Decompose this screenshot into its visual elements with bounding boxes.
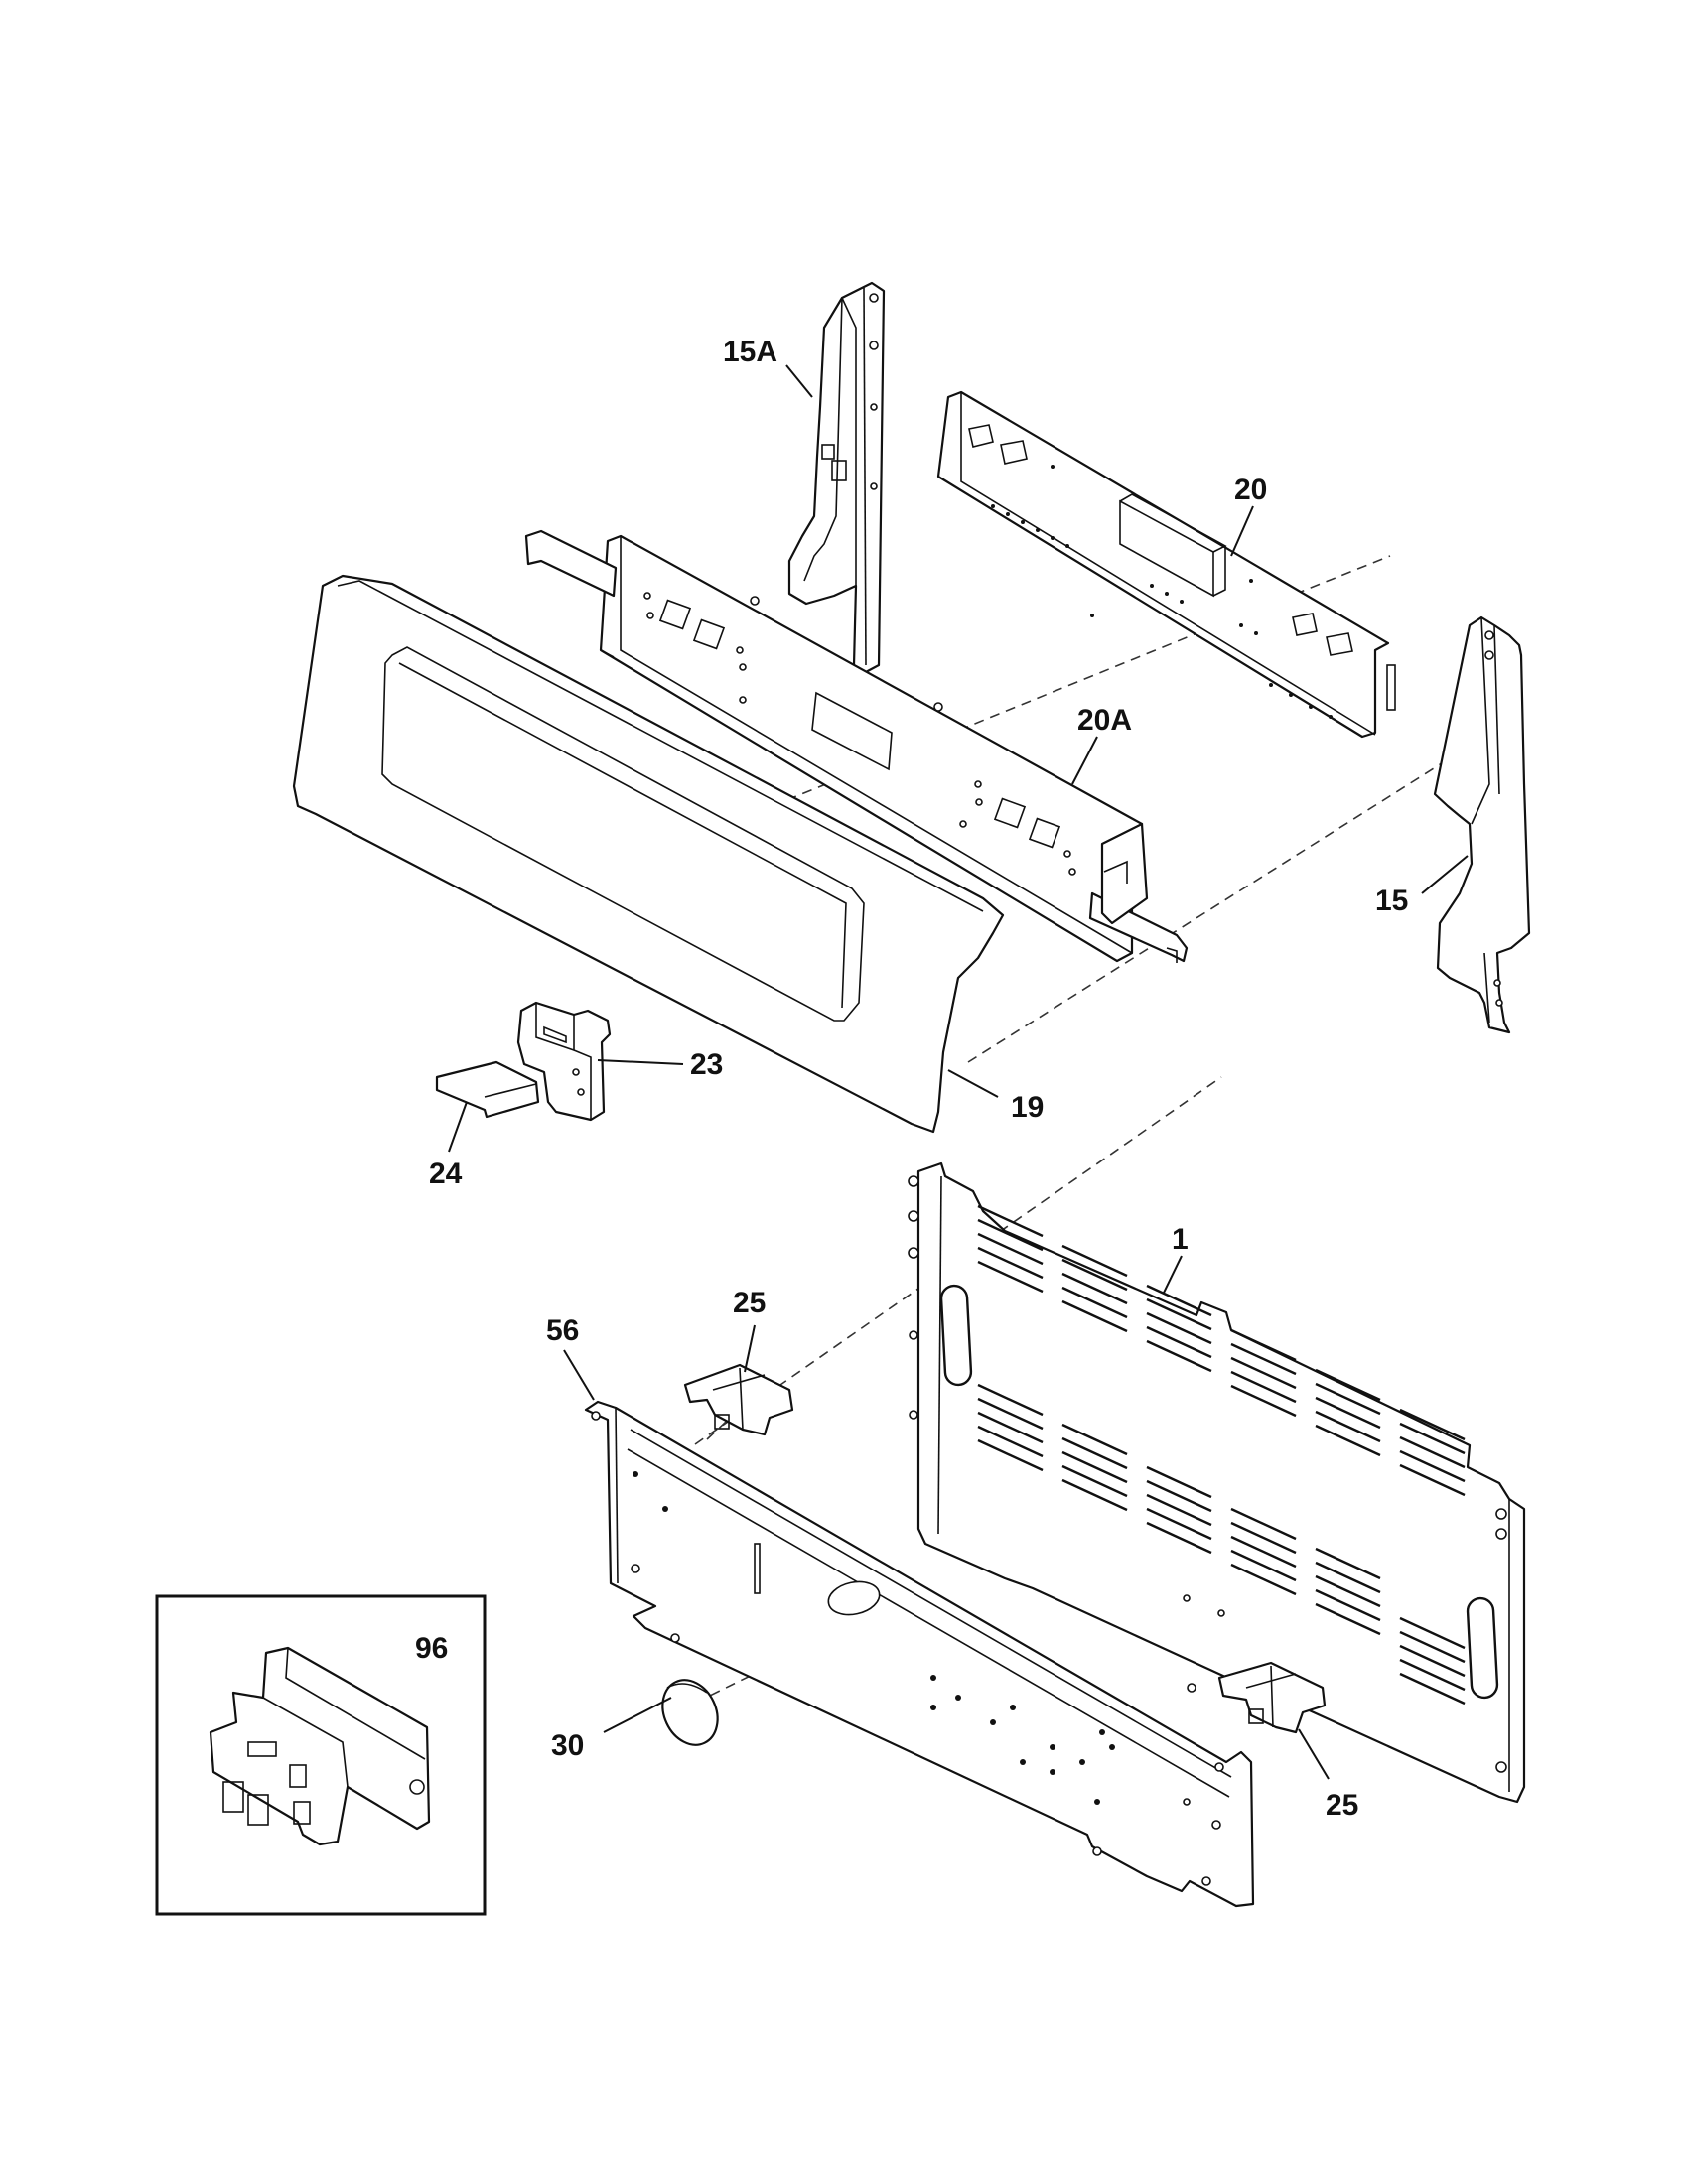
clip-25-bottom: [1217, 1661, 1327, 1734]
back-panel-1: [908, 1161, 1526, 1804]
callout-20: 20: [1234, 474, 1267, 506]
leader-lines: [448, 364, 1469, 1780]
bracket-23: [516, 1001, 612, 1122]
board-components: [968, 424, 1353, 656]
callout-labels: 15A 20 20A 15 19 23 24 1 25 56 96 30 25: [415, 336, 1408, 1822]
control-board-20: [936, 390, 1396, 739]
end-trim-right-15: [1433, 615, 1531, 1034]
control-panel-frame-20A: [524, 529, 1189, 963]
callout-30: 30: [551, 1729, 584, 1762]
relay-inset: [155, 1594, 487, 1916]
tab-24: [435, 1060, 540, 1119]
callout-20A: 20A: [1077, 704, 1132, 737]
callout-24: 24: [429, 1158, 463, 1190]
callout-19: 19: [1011, 1091, 1044, 1124]
plug-30: [661, 1679, 719, 1746]
callout-25-bottom: 25: [1326, 1789, 1358, 1822]
callout-1: 1: [1172, 1223, 1189, 1256]
callout-25-top: 25: [733, 1287, 766, 1319]
control-panel-19: [292, 574, 1005, 1134]
relay-96: [209, 1646, 431, 1846]
callout-23: 23: [690, 1048, 723, 1081]
callout-56: 56: [546, 1314, 579, 1347]
callout-15: 15: [1375, 885, 1408, 917]
callout-96: 96: [415, 1632, 448, 1665]
callout-15A: 15A: [723, 336, 777, 368]
vent-louvers: [977, 1204, 1466, 1706]
backguard-56: [584, 1400, 1255, 1908]
end-trim-left-15A: [787, 281, 886, 675]
board-solder-dots: [991, 465, 1333, 719]
clip-25-top: [683, 1363, 794, 1436]
